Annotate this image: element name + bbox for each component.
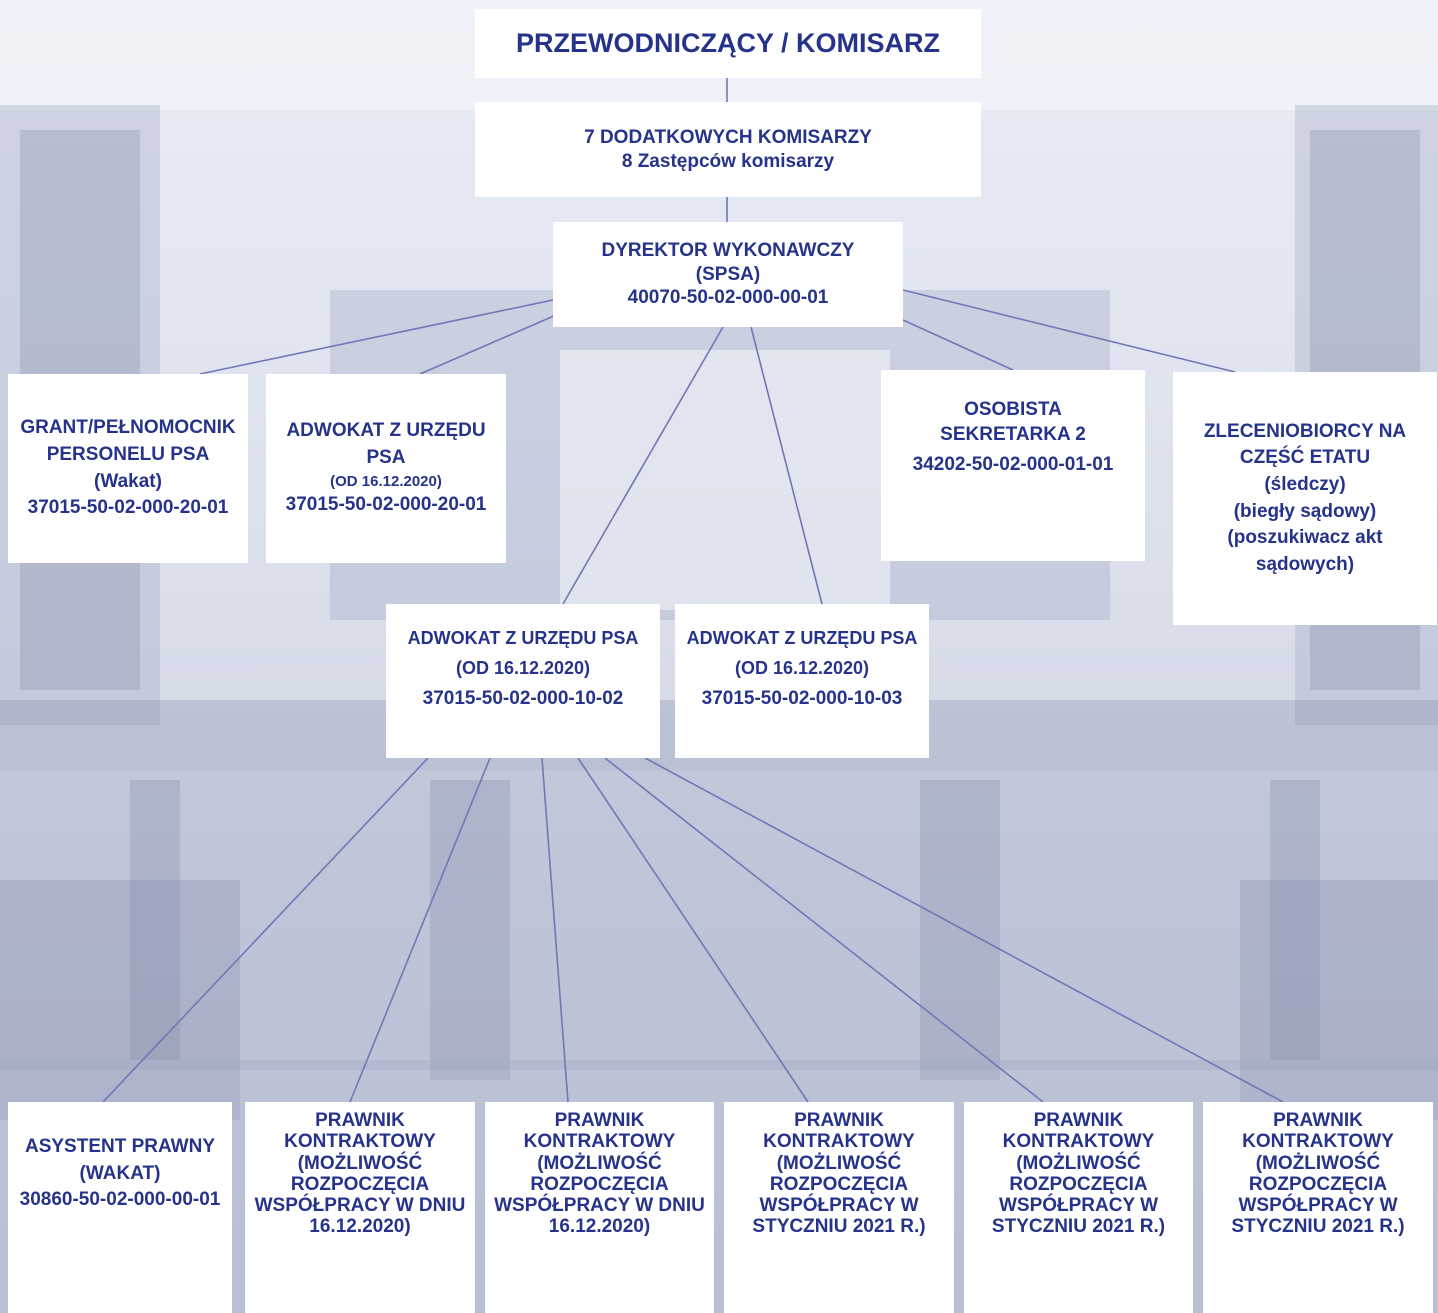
adwokat-2-code: 37015-50-02-000-10-02 xyxy=(422,688,624,710)
lawyer-1-line1: PRAWNIK xyxy=(315,1110,405,1131)
lawyer-box-4: PRAWNIK KONTRAKTOWY (MOŻLIWOŚĆ ROZPOCZĘC… xyxy=(964,1102,1193,1313)
director-line1: DYREKTOR WYKONAWCZY xyxy=(601,239,855,261)
secretary-line2: SEKRETARKA 2 xyxy=(940,423,1086,445)
lawyer-4-line6: STYCZNIU 2021 R.) xyxy=(991,1216,1166,1238)
lawyer-box-1: PRAWNIK KONTRAKTOWY (MOŻLIWOŚĆ ROZPOCZĘC… xyxy=(245,1102,475,1313)
lawyer-3-line6: STYCZNIU 2021 R.) xyxy=(752,1216,926,1238)
lawyer-5-line5: WSPÓŁPRACY W xyxy=(1238,1195,1398,1217)
assistant-line1: ASYSTENT PRAWNY xyxy=(24,1136,216,1157)
lawyer-4-line2: KONTRAKTOWY xyxy=(1002,1131,1155,1153)
director-line2: (SPSA) xyxy=(695,263,761,285)
secretary-line1: OSOBISTA xyxy=(964,399,1062,420)
adwokat-3-code: 37015-50-02-000-10-03 xyxy=(701,688,903,710)
lawyer-2-line5: WSPÓŁPRACY W DNIU xyxy=(494,1195,705,1217)
adwokat-3-line2: (OD 16.12.2020) xyxy=(734,657,870,678)
connector-adwokat2-lawyer2 xyxy=(541,757,569,1103)
lawyer-2-line4: ROZPOCZĘCIA xyxy=(530,1173,669,1195)
connector-director-adwokat-main xyxy=(419,311,564,375)
adwokat-3-line1: ADWOKAT Z URZĘDU PSA xyxy=(686,628,918,648)
lawyer-1-line5: WSPÓŁPRACY W DNIU xyxy=(254,1195,466,1217)
adwokat-main-code: 37015-50-02-000-20-01 xyxy=(285,494,487,516)
adwokat-2-line2: (OD 16.12.2020) xyxy=(455,657,591,678)
connector-director-contractors xyxy=(902,289,1236,373)
director-code: 40070-50-02-000-00-01 xyxy=(627,287,829,309)
connector-adwokat2-lawyer5 xyxy=(644,757,1284,1103)
secretary-code: 34202-50-02-000-01-01 xyxy=(912,454,1114,476)
lawyer-2-line6: 16.12.2020) xyxy=(548,1216,651,1238)
adwokat-main-line1: ADWOKAT Z URZĘDU xyxy=(286,420,486,442)
connector-adwokat2-lawyer1 xyxy=(349,757,491,1103)
director-box: DYREKTOR WYKONAWCZY (SPSA) 40070-50-02-0… xyxy=(553,222,903,327)
lawyer-1-line2: KONTRAKTOWY xyxy=(284,1131,436,1153)
adwokat-2-box: ADWOKAT Z URZĘDU PSA (OD 16.12.2020) 370… xyxy=(386,604,660,758)
contractors-line2: CZĘŚĆ ETATU xyxy=(1239,447,1371,469)
connector-director-grant xyxy=(199,299,554,375)
lawyer-3-line1: PRAWNIK xyxy=(794,1110,884,1131)
connector-adwokat2-assistant xyxy=(102,757,429,1103)
lawyer-1-line3: (MOŻLIWOŚĆ xyxy=(297,1152,423,1174)
grant-line1: GRANT/PEŁNOMOCNIK xyxy=(20,417,236,439)
lawyer-1-line4: ROZPOCZĘCIA xyxy=(290,1173,430,1195)
adwokat-main-line2: PSA xyxy=(366,446,406,468)
chair-box: PRZEWODNICZĄCY / KOMISARZ xyxy=(475,9,981,78)
lawyer-2-line2: KONTRAKTOWY xyxy=(523,1131,676,1153)
lawyer-5-line6: STYCZNIU 2021 R.) xyxy=(1231,1216,1405,1238)
contractors-line3: (śledczy) xyxy=(1264,473,1346,495)
contractors-line6: sądowych) xyxy=(1255,553,1355,575)
commissioners-box: 7 DODATKOWYCH KOMISARZY 8 Zastępców komi… xyxy=(475,102,981,197)
contractors-line1: ZLECENIOBIORCY NA xyxy=(1203,420,1407,442)
lawyer-3-line2: KONTRAKTOWY xyxy=(763,1131,915,1153)
lawyer-5-line2: KONTRAKTOWY xyxy=(1242,1131,1394,1153)
commissioners-line1: 7 DODATKOWYCH KOMISARZY xyxy=(584,126,872,148)
lawyer-box-5: PRAWNIK KONTRAKTOWY (MOŻLIWOŚĆ ROZPOCZĘC… xyxy=(1203,1102,1433,1313)
lawyer-5-line4: ROZPOCZĘCIA xyxy=(1248,1173,1388,1195)
lawyer-4-line5: WSPÓŁPRACY W xyxy=(998,1195,1159,1217)
grant-line2: PERSONELU PSA xyxy=(46,443,210,465)
connector-director-adwokat-3 xyxy=(750,326,823,605)
adwokat-3-box: ADWOKAT Z URZĘDU PSA (OD 16.12.2020) 370… xyxy=(675,604,929,758)
lawyer-3-line3: (MOŻLIWOŚĆ xyxy=(776,1152,902,1174)
connector-director-adwokat-2 xyxy=(562,326,724,605)
lawyer-3-line4: ROZPOCZĘCIA xyxy=(769,1173,909,1195)
lawyer-5-line3: (MOŻLIWOŚĆ xyxy=(1255,1152,1381,1174)
lawyer-2-line3: (MOŻLIWOŚĆ xyxy=(537,1152,662,1174)
contractors-line5: (poszukiwacz akt xyxy=(1227,527,1383,549)
lawyer-2-line1: PRAWNIK xyxy=(554,1110,645,1131)
lawyer-box-2: PRAWNIK KONTRAKTOWY (MOŻLIWOŚĆ ROZPOCZĘC… xyxy=(485,1102,714,1313)
connector-adwokat2-lawyer3 xyxy=(577,757,809,1103)
assistant-line2: (WAKAT) xyxy=(79,1162,161,1184)
secretary-box: OSOBISTA SEKRETARKA 2 34202-50-02-000-01… xyxy=(881,370,1145,561)
grant-code: 37015-50-02-000-20-01 xyxy=(27,497,229,519)
adwokat-2-line1: ADWOKAT Z URZĘDU PSA xyxy=(407,628,639,648)
chair-title: PRZEWODNICZĄCY / KOMISARZ xyxy=(516,27,940,58)
lawyer-5-line1: PRAWNIK xyxy=(1273,1110,1363,1131)
lawyer-1-line6: 16.12.2020) xyxy=(309,1216,411,1238)
commissioners-line2: 8 Zastępców komisarzy xyxy=(621,150,835,172)
grant-box: GRANT/PEŁNOMOCNIK PERSONELU PSA (Wakat) … xyxy=(8,374,248,563)
lawyer-4-line1: PRAWNIK xyxy=(1033,1110,1124,1131)
adwokat-main-box: ADWOKAT Z URZĘDU PSA (OD 16.12.2020) 370… xyxy=(266,374,506,563)
assistant-code: 30860-50-02-000-00-01 xyxy=(19,1189,221,1211)
connector-director-secretary xyxy=(902,319,1014,371)
lawyer-box-3: PRAWNIK KONTRAKTOWY (MOŻLIWOŚĆ ROZPOCZĘC… xyxy=(724,1102,954,1313)
adwokat-main-line3: (OD 16.12.2020) xyxy=(330,473,442,491)
grant-line3: (Wakat) xyxy=(94,470,162,492)
lawyer-4-line3: (MOŻLIWOŚĆ xyxy=(1016,1152,1141,1174)
contractors-box: ZLECENIOBIORCY NA CZĘŚĆ ETATU (śledczy) … xyxy=(1173,372,1437,625)
connector-adwokat2-lawyer4 xyxy=(604,757,1044,1103)
lawyer-3-line5: WSPÓŁPRACY W xyxy=(759,1195,919,1217)
contractors-line4: (biegły sądowy) xyxy=(1233,500,1377,522)
lawyer-4-line4: ROZPOCZĘCIA xyxy=(1009,1173,1148,1195)
assistant-box: ASYSTENT PRAWNY (WAKAT) 30860-50-02-000-… xyxy=(8,1102,232,1313)
